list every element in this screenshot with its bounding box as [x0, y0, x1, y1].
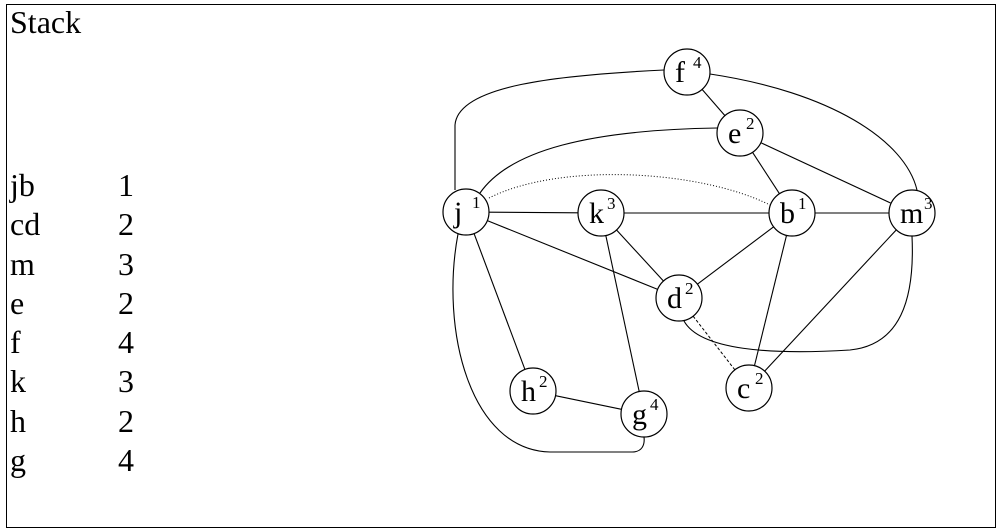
edge-b-d — [697, 226, 774, 285]
edge-e-j — [479, 127, 718, 194]
stack-name: f — [10, 324, 21, 361]
node-circle — [663, 48, 711, 96]
stack-name: g — [10, 442, 26, 479]
stack-name: m — [10, 245, 35, 282]
node-superscript: 2 — [685, 279, 694, 298]
node-superscript: 4 — [693, 53, 702, 72]
edge-b-c — [753, 235, 788, 366]
edge-e-m — [760, 142, 892, 204]
edge-j-h — [473, 233, 526, 370]
node-label: h — [521, 375, 536, 408]
node-superscript: 1 — [472, 193, 481, 212]
node-superscript: 1 — [798, 194, 807, 213]
stack-value: 3 — [118, 363, 134, 400]
edge-d-c — [692, 315, 736, 371]
node-circle — [509, 367, 557, 415]
node-superscript: 2 — [746, 114, 755, 133]
node-label: m — [900, 197, 923, 230]
node-circle — [655, 274, 703, 322]
node-superscript: 2 — [539, 372, 548, 391]
node-label: g — [632, 398, 647, 431]
edge-j-b — [488, 174, 771, 206]
node-label: b — [780, 197, 795, 230]
node-label: c — [737, 372, 750, 405]
edge-e-b — [752, 151, 780, 195]
edge-f-e — [701, 89, 726, 116]
stack-title: Stack — [10, 4, 82, 40]
stack-value: 2 — [118, 206, 134, 243]
node-superscript: 2 — [755, 369, 764, 388]
edge-j-d — [487, 220, 658, 290]
stack-value: 4 — [118, 442, 134, 479]
stack-value: 4 — [118, 324, 134, 361]
node-label: d — [667, 282, 682, 315]
stack-value: 1 — [118, 167, 134, 203]
stack-name: cd — [10, 206, 41, 243]
stack-name: h — [10, 402, 26, 439]
edge-f-m — [709, 73, 918, 191]
node-label: f — [675, 56, 685, 89]
stack-name: e — [10, 284, 25, 321]
node-circle — [768, 189, 816, 237]
node-label: k — [589, 197, 604, 230]
node-circle — [442, 188, 490, 236]
node-circle — [577, 189, 625, 237]
node-circle — [620, 390, 668, 438]
node-circle — [888, 189, 936, 237]
diagram-frame — [6, 4, 996, 528]
edge-m-c — [764, 229, 897, 372]
stack-name: jb — [10, 167, 35, 203]
stack-row: cd 2 — [10, 205, 150, 244]
node-label: j — [453, 196, 462, 229]
edge-k-g — [605, 235, 640, 392]
graph-edges — [452, 69, 918, 453]
edge-k-d — [616, 229, 664, 282]
edge-f-j — [454, 69, 665, 190]
stack-value: 2 — [118, 284, 134, 321]
node-label: e — [728, 117, 741, 150]
stack-value: 2 — [118, 402, 134, 439]
node-superscript: 3 — [924, 194, 933, 213]
stack-row: jb 1 — [10, 166, 150, 205]
edge-h-g — [555, 395, 622, 410]
node-circle — [725, 364, 773, 412]
node-circle — [716, 109, 764, 157]
node-superscript: 4 — [650, 395, 659, 414]
node-superscript: 3 — [607, 194, 616, 213]
stack-name: k — [10, 363, 26, 400]
edge-d-m — [683, 235, 913, 353]
stack-value: 3 — [118, 245, 134, 282]
edge-j-k — [488, 211, 579, 214]
edge-j-g — [452, 233, 645, 453]
